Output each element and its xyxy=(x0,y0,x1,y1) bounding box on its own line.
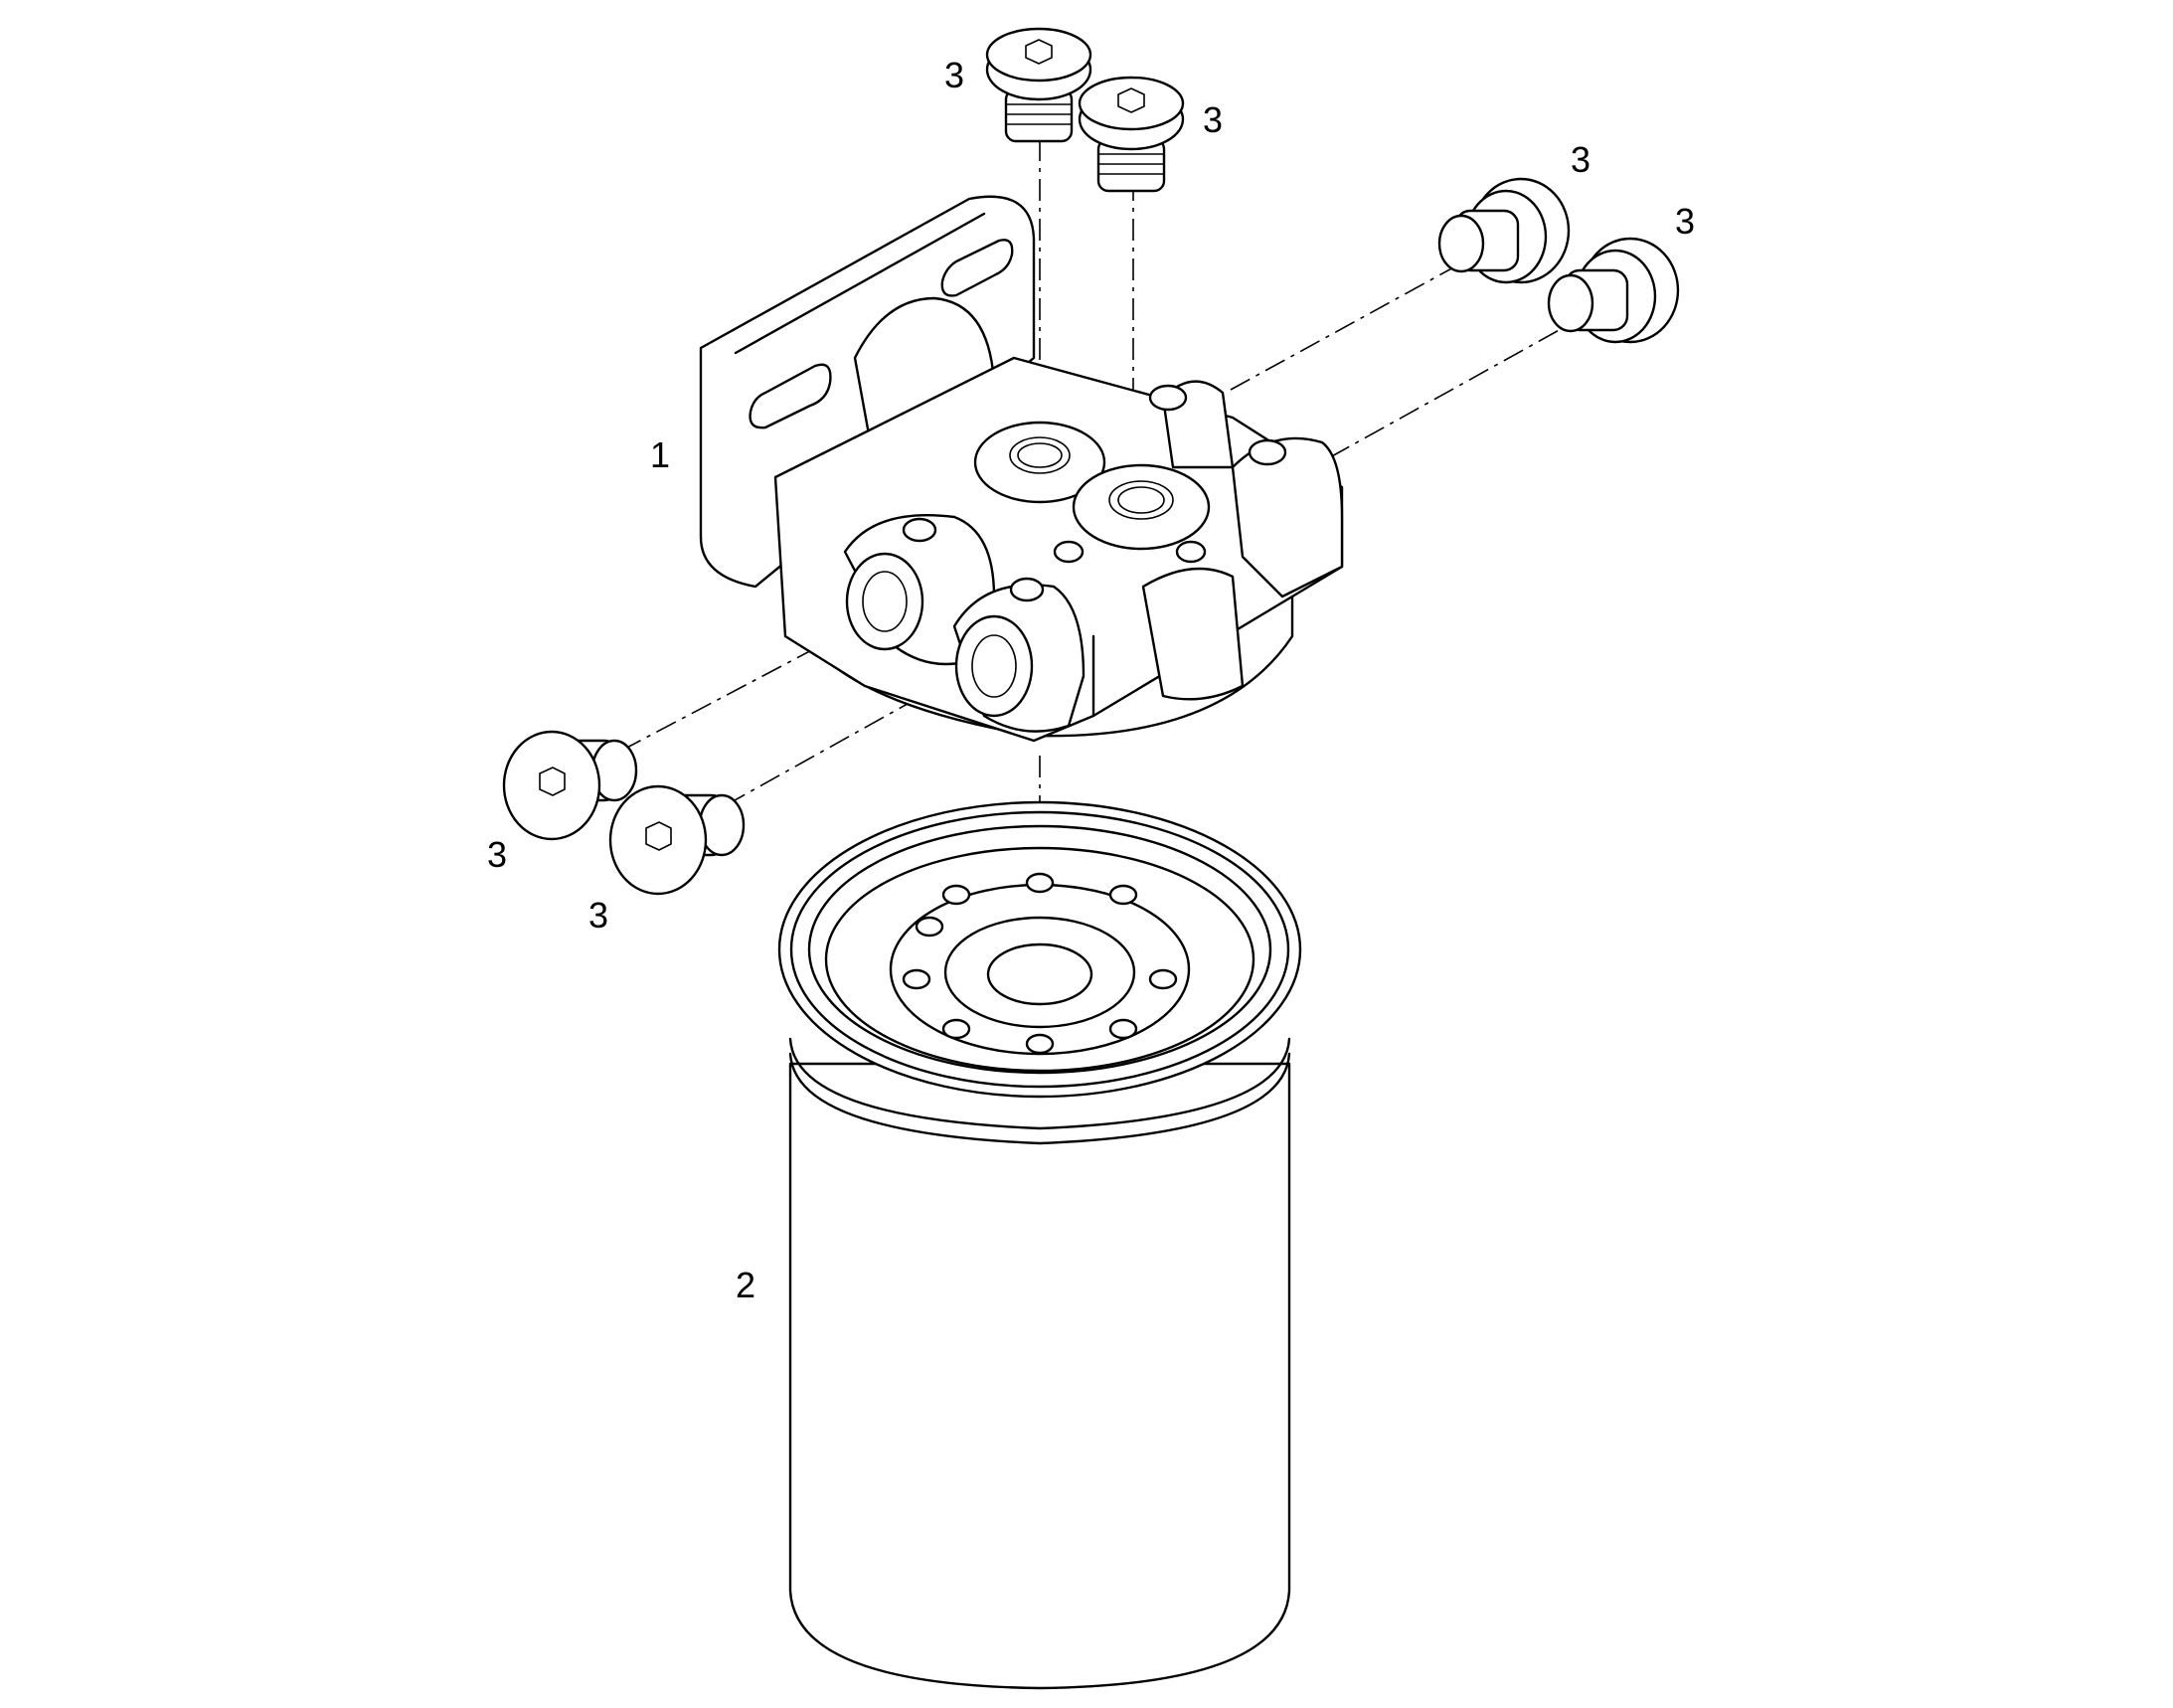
plug-thread-end xyxy=(1437,214,1485,273)
cartridge-band-lower xyxy=(788,1052,1291,1145)
front-screw-1 xyxy=(902,517,937,543)
top-port-boss-right xyxy=(1072,463,1211,551)
plug-head-top xyxy=(985,27,1092,83)
outlet-hole xyxy=(1108,884,1138,906)
plug-left-lower xyxy=(608,784,746,896)
hex-socket xyxy=(645,821,672,851)
side-port-boss-left xyxy=(845,552,924,651)
outlet-hole xyxy=(1108,1018,1138,1040)
axis-line-right-lower-plug xyxy=(1329,317,1582,458)
filter-cartridge xyxy=(777,800,1302,1690)
callout-part-1: 1 xyxy=(650,434,671,475)
plug-thread-lines xyxy=(1098,153,1164,175)
plug-top-right xyxy=(1078,76,1185,193)
plug-head xyxy=(502,730,601,841)
callout-part-3-right-upper: 3 xyxy=(1571,139,1591,180)
right-boss-screw-lower xyxy=(1248,438,1287,466)
front-screw-4 xyxy=(1175,540,1207,564)
filter-head xyxy=(699,195,1344,743)
cartridge-rim-outer xyxy=(789,810,1290,1089)
cartridge-seal-gasket xyxy=(824,846,1255,1073)
callout-part-3-left-lower: 3 xyxy=(588,895,609,936)
outlet-hole xyxy=(902,968,931,990)
top-port-thread-right xyxy=(1108,480,1174,520)
callout-part-3-top-left: 3 xyxy=(944,55,965,95)
plug-head-top xyxy=(1078,76,1185,131)
plug-top-left xyxy=(985,27,1092,143)
callout-part-2: 2 xyxy=(736,1265,756,1305)
right-boss-screw-upper xyxy=(1148,384,1188,412)
side-port-boss-right xyxy=(954,614,1034,718)
outlet-hole xyxy=(1148,968,1178,990)
hex-socket xyxy=(1117,87,1145,113)
axis-line-right-upper-plug xyxy=(1230,259,1467,391)
callout-part-3-right-lower: 3 xyxy=(1675,201,1696,242)
plug-thread-lines xyxy=(1006,103,1072,125)
outlet-hole xyxy=(1025,1033,1055,1055)
top-port-bore-right xyxy=(1117,486,1165,514)
hex-socket xyxy=(1025,39,1053,65)
top-port-thread-left xyxy=(1009,436,1071,474)
hex-socket xyxy=(539,767,566,796)
bracket-inner-edge xyxy=(734,212,986,355)
cartridge-band-upper xyxy=(788,1037,1291,1130)
plug-head xyxy=(608,784,708,896)
front-screw-3 xyxy=(1053,540,1085,564)
mounting-slot-upper xyxy=(940,239,1014,297)
top-port-boss-left xyxy=(973,421,1106,504)
outlet-hole xyxy=(941,884,971,906)
side-port-thread-left xyxy=(862,571,908,632)
plug-right-upper xyxy=(1437,177,1571,284)
outlet-hole xyxy=(1025,872,1055,894)
cartridge-rim-inner xyxy=(807,824,1272,1075)
plug-right-lower xyxy=(1547,237,1680,344)
plug-left-upper xyxy=(502,730,638,841)
plug-thread-end xyxy=(1547,273,1594,333)
center-front-lug xyxy=(1141,567,1245,701)
side-port-thread-right xyxy=(971,634,1017,698)
callout-part-3-left-upper: 3 xyxy=(487,834,508,875)
cartridge-body xyxy=(788,1062,1291,1690)
outlet-hole xyxy=(915,916,944,938)
mounting-slot-lower xyxy=(749,363,832,429)
callout-part-3-top-right: 3 xyxy=(1203,99,1224,140)
top-port-bore-left xyxy=(1017,442,1063,468)
outlet-hole xyxy=(941,1018,971,1040)
center-thread-bore xyxy=(986,942,1093,1006)
front-screw-2 xyxy=(1009,577,1045,602)
